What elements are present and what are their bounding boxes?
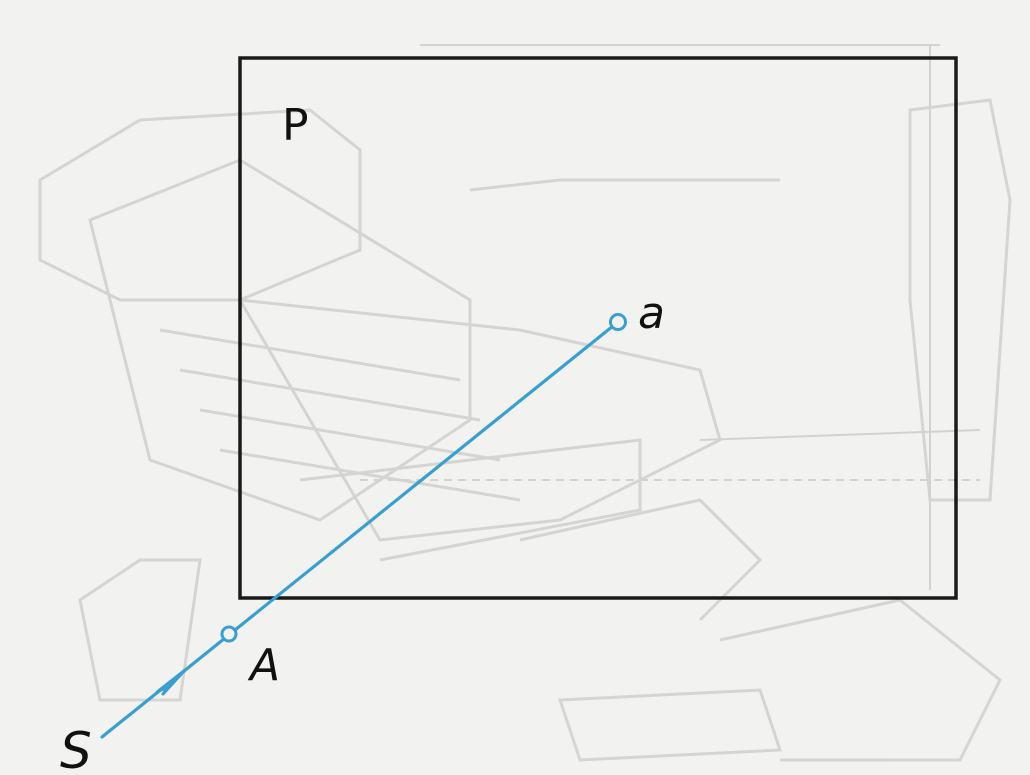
faded-background-illustration [38,98,1012,762]
source-label: S [60,722,92,775]
point-A-marker [220,625,238,643]
point-A-label: A [247,640,280,691]
point-a-marker [609,313,627,331]
ray-direction-arrow [155,668,187,696]
point-a-label: a [638,288,665,339]
plane-label: P [282,100,309,151]
projection-ray [100,320,620,739]
faded-background-lines [360,44,981,590]
projection-plane [238,56,958,600]
